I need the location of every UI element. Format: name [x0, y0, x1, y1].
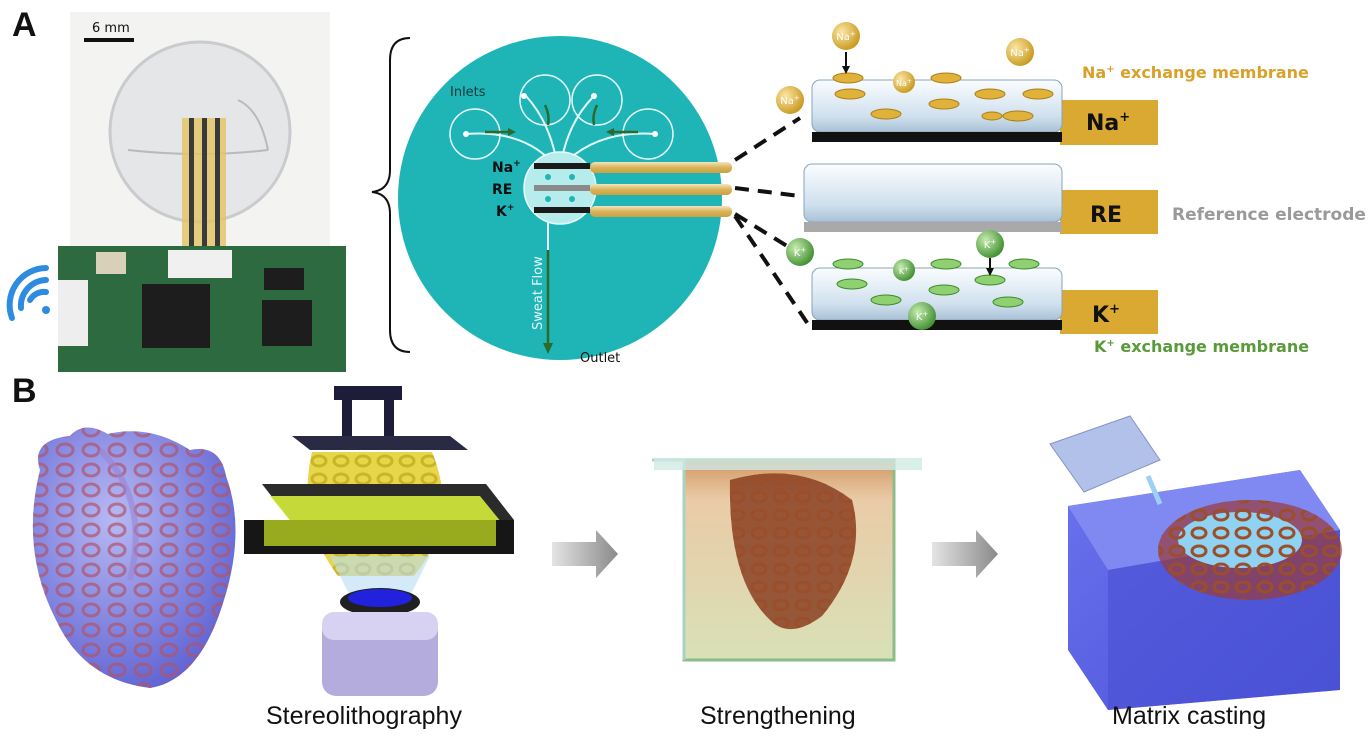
svg-text:Na+: Na+: [836, 30, 856, 43]
reference-electrode-label: Reference electrode: [1172, 205, 1366, 225]
svg-text:K+: K+: [899, 266, 909, 276]
caption-stereolithography: Stereolithography: [266, 702, 462, 730]
process-arrow-1: [552, 530, 618, 578]
svg-text:Na+: Na+: [1010, 46, 1030, 59]
na-tab-label: Na+: [1086, 110, 1130, 136]
na-ion-balls: Na+ Na+ Na+ Na+: [776, 22, 1034, 114]
disc-k-label: K+: [496, 203, 514, 220]
scale-bar-label: 6 mm: [92, 21, 130, 36]
strengthening-tank: [652, 458, 922, 662]
device-photo: 6 mm: [6, 12, 346, 372]
reference-electrode: RE: [803, 163, 1158, 234]
curly-brace: [371, 37, 411, 353]
svg-text:K+: K+: [984, 238, 997, 251]
disc-re-label: RE: [492, 182, 512, 198]
svg-text:K+: K+: [794, 246, 807, 259]
svg-text:Na+: Na+: [780, 94, 800, 107]
outlet-label: Outlet: [580, 351, 620, 366]
sensor-disc-schematic: Inlets Na+ RE K+ Sweat Flow: [398, 36, 732, 360]
sweat-flow-label: Sweat Flow: [531, 256, 546, 330]
svg-text:Na+: Na+: [896, 78, 912, 88]
panel-a-illustration: 6 mm: [6, 12, 1366, 372]
panel-a-label: A: [12, 6, 37, 44]
k-electrode: K+ K+ K+ K+ K+: [786, 230, 1158, 334]
leader-lines: [733, 116, 814, 332]
na-membrane-label: Na+ exchange membrane: [1082, 63, 1309, 82]
matrix-casting-block: [1049, 415, 1342, 710]
na-electrode: Na+ Na+ Na+ Na+ Na+: [776, 22, 1158, 145]
disc-na-label: Na+: [492, 159, 521, 176]
panel-b-label: B: [12, 372, 37, 410]
caption-matrix-casting: Matrix casting: [1112, 702, 1267, 730]
inlets-label: Inlets: [450, 85, 486, 100]
k-tab-label: K+: [1092, 302, 1120, 328]
svg-text:K+: K+: [916, 310, 929, 323]
sla-printer: [244, 386, 514, 696]
process-arrow-2: [932, 530, 998, 578]
wifi-icon: [6, 265, 50, 321]
heart-model: [32, 427, 236, 688]
caption-strengthening: Strengthening: [700, 702, 856, 730]
re-tab-label: RE: [1090, 203, 1122, 228]
k-membrane-label: K+ exchange membrane: [1094, 337, 1309, 356]
k-ion-balls: K+ K+ K+ K+: [786, 230, 1004, 330]
panel-b-illustration: [32, 386, 1342, 710]
